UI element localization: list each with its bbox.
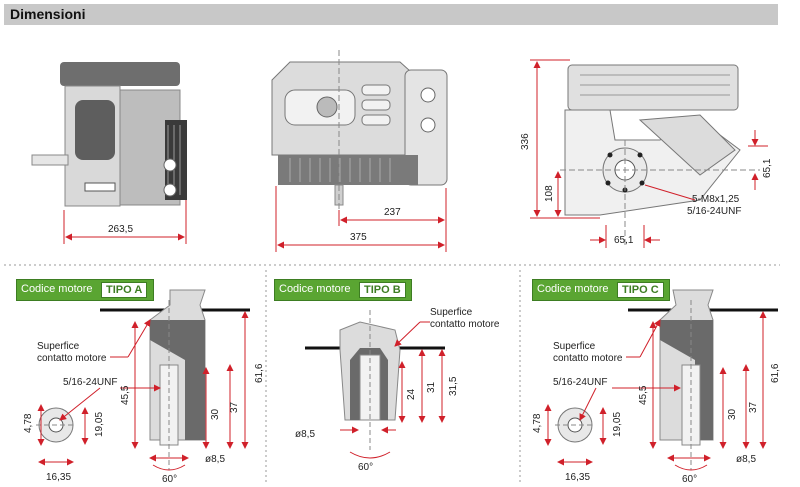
tipo-b-label: TIPO B [359, 282, 406, 298]
section-header: Dimensioni [4, 4, 778, 25]
dim-65-1-horizontal: 65,1 [614, 235, 634, 246]
dim-d8-5-c: ø8,5 [736, 454, 756, 465]
dim-16-35-a: 16,35 [46, 472, 71, 483]
dim-4-78-c: 4,78 [532, 413, 543, 433]
surface-label-c-1: Superfice [553, 341, 596, 352]
dim-30-c: 30 [727, 408, 738, 420]
dim-45-5-a: 45,5 [120, 385, 131, 405]
thread-label-a: 5/16-24UNF [63, 377, 117, 388]
dim-45-5-c: 45,5 [638, 385, 649, 405]
dim-19-05-a: 19,05 [94, 412, 105, 437]
engine-code-badge-c: Codice motore TIPO C [532, 279, 670, 301]
dim-4-78-a: 4,78 [23, 413, 34, 433]
engine-code-badge-b: Codice motore TIPO B [274, 279, 412, 301]
dim-61-6-c: 61,6 [770, 363, 781, 383]
surface-label-a-1: Superfice [37, 341, 80, 352]
surface-label-c-2: contatto motore [553, 353, 623, 364]
dim-263-5: 263,5 [108, 224, 133, 235]
dim-108: 108 [544, 185, 555, 202]
engine-code-label-c: Codice motore [537, 283, 609, 295]
section-title: Dimensioni [10, 6, 86, 22]
surface-label-a-2: contatto motore [37, 353, 107, 364]
dim-16-35-c: 16,35 [565, 472, 590, 483]
thread-unf: 5/16-24UNF [687, 206, 741, 217]
engine-top-view [271, 50, 448, 210]
dim-24-b: 24 [406, 388, 417, 400]
thread-m8: 5-M8x1,25 [692, 194, 740, 205]
engine-code-label-b: Codice motore [279, 283, 351, 295]
shaft-tipo-b [305, 310, 445, 450]
dim-336: 336 [520, 133, 531, 150]
thread-label-c: 5/16-24UNF [553, 377, 607, 388]
dim-375: 375 [350, 232, 367, 243]
surface-label-b-1: Superfice [430, 307, 473, 318]
dim-60-a: 60° [162, 474, 177, 485]
tipo-a-label: TIPO A [101, 282, 148, 298]
shaft-tipo-c [555, 289, 778, 470]
shaft-tipo-a [36, 289, 250, 470]
dim-d8-5-a: ø8,5 [205, 454, 225, 465]
dim-65-1-vertical: 65,1 [762, 158, 773, 178]
dim-31-5-b: 31,5 [448, 376, 459, 396]
dim-61-6-a: 61,6 [254, 363, 265, 383]
dim-31-b: 31 [426, 381, 437, 393]
dim-37-a: 37 [229, 401, 240, 413]
dim-19-05-c: 19,05 [612, 412, 623, 437]
dim-237: 237 [384, 207, 401, 218]
dim-60-b: 60° [358, 462, 373, 473]
engine-side-view [31, 62, 187, 207]
engine-front-view [560, 64, 760, 245]
engine-code-badge-a: Codice motore TIPO A [16, 279, 154, 301]
dim-30-a: 30 [210, 408, 221, 420]
tipo-c-label: TIPO C [617, 282, 664, 298]
engine-code-label-a: Codice motore [21, 283, 93, 295]
dim-60-c: 60° [682, 474, 697, 485]
dim-d8-5-b: ø8,5 [295, 429, 315, 440]
surface-label-b-2: contatto motore [430, 319, 500, 330]
dim-37-c: 37 [748, 401, 759, 413]
